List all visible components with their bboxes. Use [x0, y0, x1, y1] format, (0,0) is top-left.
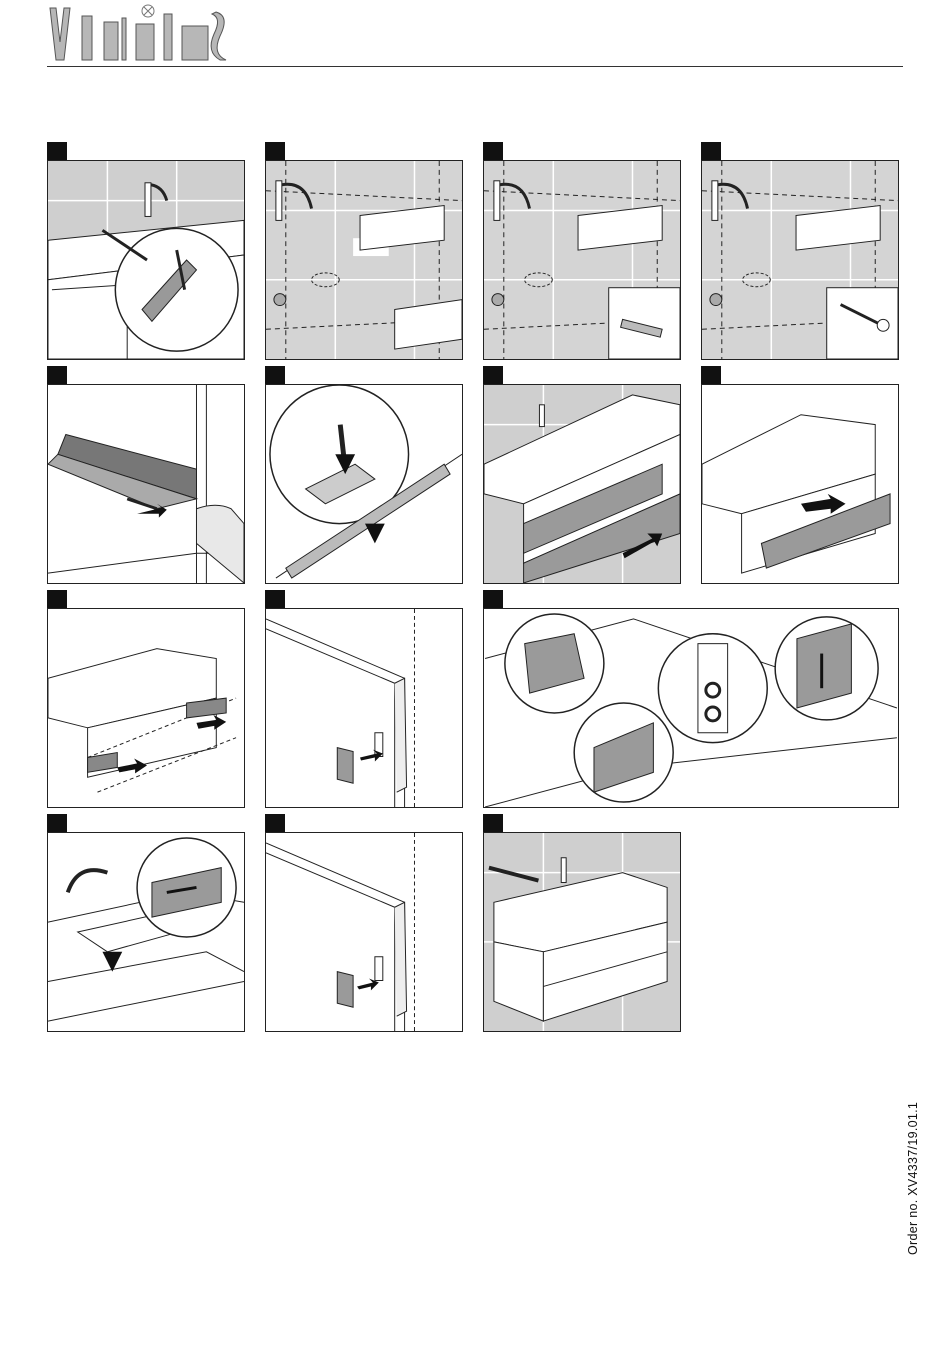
- runner-release-icon: [48, 385, 244, 583]
- step-10-panel: [265, 608, 463, 808]
- step-marker: [701, 366, 721, 384]
- header-rule: [47, 66, 903, 67]
- step-1-panel: [47, 160, 245, 360]
- step-marker: [483, 366, 503, 384]
- step-marker: [47, 590, 67, 608]
- drawer-box-icon: [48, 833, 244, 1031]
- step-marker: [701, 142, 721, 160]
- wall-plug-icon: [609, 288, 680, 359]
- washbasin-icon: [48, 161, 244, 359]
- step-8-panel: [701, 384, 899, 584]
- step-marker: [47, 366, 67, 384]
- step-marker: [483, 814, 503, 832]
- step-5-panel: [47, 384, 245, 584]
- step-marker: [265, 814, 285, 832]
- side-panel-icon: [266, 833, 462, 1031]
- step-14-panel: [483, 832, 681, 1032]
- finished-unit-icon: [484, 833, 680, 1031]
- side-panel-icon: [266, 609, 462, 807]
- runner-pull-icon: [48, 609, 244, 807]
- step-marker: [265, 366, 285, 384]
- order-number: Order no. XV4337/19.01.1: [906, 1102, 920, 1255]
- cabinet-icon: [484, 385, 680, 583]
- magnifier-icon: [266, 385, 462, 583]
- step-marker: [265, 142, 285, 160]
- step-13-panel: [265, 832, 463, 1032]
- front-adjust-icon: [484, 609, 898, 807]
- step-marker: [483, 590, 503, 608]
- pad-icon: [337, 748, 353, 784]
- step-9-panel: [47, 608, 245, 808]
- step-marker: [47, 814, 67, 832]
- step-11-panel: [483, 608, 899, 808]
- step-6-panel: [265, 384, 463, 584]
- step-marker: [265, 590, 285, 608]
- wall-marking-icon: [266, 161, 462, 359]
- step-marker: [483, 142, 503, 160]
- pad-icon: [337, 972, 353, 1008]
- drawer-insert-icon: [702, 385, 898, 583]
- step-marker: [47, 142, 67, 160]
- step-12-panel: [47, 832, 245, 1032]
- step-2-panel: [265, 160, 463, 360]
- hand-icon: [196, 505, 244, 583]
- step-3-panel: [483, 160, 681, 360]
- step-4-panel: [701, 160, 899, 360]
- rotate-arrow-icon: [68, 870, 108, 892]
- step-7-panel: [483, 384, 681, 584]
- tools-logo-icon: [44, 2, 234, 66]
